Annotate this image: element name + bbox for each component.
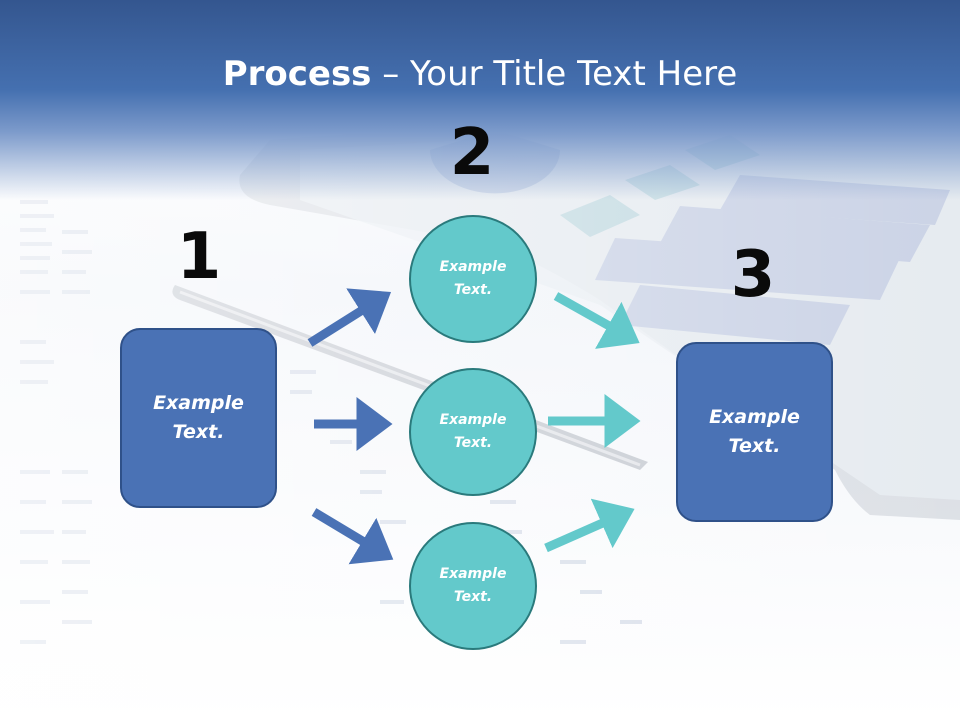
arrow-to-circle-top [307, 288, 392, 347]
circle-middle-text: Example Text. [440, 409, 507, 455]
circle-middle-text-line1: Example [439, 412, 507, 428]
circle-bottom-text-line2: Text. [453, 589, 493, 605]
circle-bottom-text-line1: Example [439, 566, 507, 582]
slide-title: Process – Your Title Text Here [0, 52, 960, 96]
circle-middle-text-line2: Text. [453, 435, 493, 451]
title-bold: Process [222, 54, 372, 94]
step-number-1: 1 [176, 220, 222, 294]
circle-bottom-text: Example Text. [440, 563, 507, 609]
step-1-text-line1: Example [153, 392, 244, 414]
step-3-text: Example Text. [709, 403, 800, 461]
step-number-2: 2 [449, 116, 495, 190]
circle-top-text: Example Text. [440, 256, 507, 302]
step-3-text-line2: Text. [728, 435, 781, 457]
step-number-3: 3 [730, 238, 776, 312]
arrow-to-circle-bottom [311, 508, 394, 565]
step-1-text-line2: Text. [172, 421, 225, 443]
step-1-box: Example Text. [120, 328, 277, 508]
arrow-from-circle-bottom [544, 498, 635, 553]
step-3-text-line1: Example [709, 406, 800, 428]
circle-top-text-line1: Example [439, 259, 507, 275]
step-1-text: Example Text. [153, 389, 244, 447]
circle-top-text-line2: Text. [453, 282, 493, 298]
circle-bottom: Example Text. [409, 522, 537, 650]
title-rest: – Your Title Text Here [371, 54, 738, 94]
arrow-from-circle-top [553, 292, 640, 349]
circle-middle: Example Text. [409, 368, 537, 496]
circle-top: Example Text. [409, 215, 537, 343]
step-3-box: Example Text. [676, 342, 833, 522]
title-band [0, 0, 960, 200]
